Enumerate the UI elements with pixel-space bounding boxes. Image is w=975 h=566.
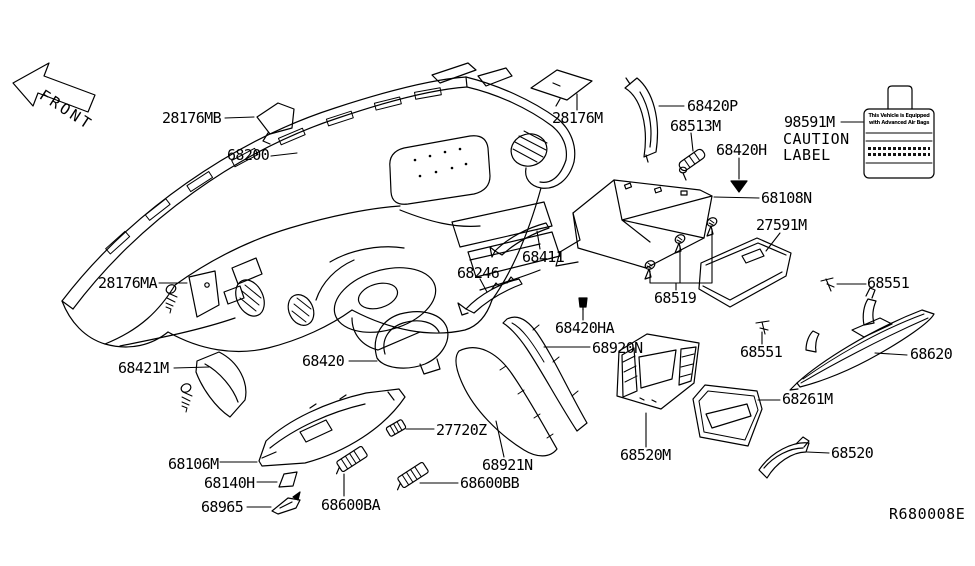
part-art-68600BB <box>396 461 429 491</box>
part-label-68520M[interactable]: 68520M <box>620 446 671 464</box>
part-label-68921N[interactable]: 68921N <box>482 456 533 474</box>
part-label-68261M[interactable]: 68261M <box>782 390 833 408</box>
caution-sticker-fineprint-bar <box>868 153 930 156</box>
part-label-27591M[interactable]: 27591M <box>756 216 807 234</box>
part-art-68140H <box>278 471 298 488</box>
part-art-68106M <box>258 388 406 467</box>
part-label-68513M[interactable]: 68513M <box>670 117 721 135</box>
part-label-68420HA[interactable]: 68420HA <box>555 319 615 337</box>
part-label-68411[interactable]: 68411 <box>522 248 565 266</box>
part-art-27591M <box>698 237 792 308</box>
part-art-68261M <box>692 384 763 447</box>
part-label-68620[interactable]: 68620 <box>910 345 953 363</box>
part-label-68246[interactable]: 68246 <box>457 264 500 282</box>
part-label-68600BA[interactable]: 68600BA <box>321 496 381 514</box>
caution-caption-line1: CAUTION <box>783 130 850 148</box>
part-label-28176MB[interactable]: 28176MB <box>162 109 222 127</box>
part-label-68106M[interactable]: 68106M <box>168 455 219 473</box>
part-art-68108N <box>555 166 713 269</box>
part-art-28176M <box>530 69 593 107</box>
part-art-68520M <box>616 333 700 410</box>
part-art-68421M <box>180 351 247 418</box>
caution-sticker-line2: with Advanced Air Bags <box>868 119 930 126</box>
part-art-68920N <box>502 316 588 432</box>
part-art-68600BA <box>335 445 368 475</box>
part-label-28176M[interactable]: 28176M <box>552 109 603 127</box>
part-label-68520[interactable]: 68520 <box>831 444 874 462</box>
part-label-68965[interactable]: 68965 <box>201 498 244 516</box>
part-art-28176MA <box>165 270 220 318</box>
part-art-68551-lower <box>755 320 770 335</box>
part-label-68519[interactable]: 68519 <box>654 289 697 307</box>
part-art-68420H <box>730 180 748 193</box>
part-art-68520 <box>758 436 810 479</box>
part-label-68140H[interactable]: 68140H <box>204 474 255 492</box>
part-art-68620 <box>789 287 935 391</box>
part-art-68420P <box>624 77 659 163</box>
part-label-68420P[interactable]: 68420P <box>687 97 738 115</box>
part-label-68420[interactable]: 68420 <box>302 352 345 370</box>
part-art-68200 <box>61 62 576 353</box>
part-label-68551-lower[interactable]: 68551 <box>740 343 783 361</box>
part-label-68108N[interactable]: 68108N <box>761 189 812 207</box>
part-art-68519-screws <box>644 217 718 280</box>
part-art-68246 <box>457 276 523 316</box>
part-label-98591M[interactable]: 98591M <box>784 113 835 131</box>
part-art-68420HA <box>578 297 588 311</box>
part-art-27720Z <box>385 419 407 437</box>
part-label-28176MA[interactable]: 28176MA <box>98 274 158 292</box>
caution-sticker-line1: This Vehicle is Equipped <box>868 113 930 119</box>
part-art-68411 <box>489 222 550 258</box>
caution-caption-line2: LABEL <box>783 146 831 164</box>
part-label-68600BB[interactable]: 68600BB <box>460 474 520 492</box>
part-art-68551-upper <box>820 277 835 292</box>
leader-lines <box>158 93 908 508</box>
part-art-68965 <box>271 491 301 515</box>
part-art-68921N <box>455 347 558 457</box>
part-label-68920N[interactable]: 68920N <box>592 339 643 357</box>
drawing-code: R680008E <box>889 505 966 523</box>
caution-sticker-fineprint-bar <box>868 147 930 150</box>
part-label-27720Z[interactable]: 27720Z <box>436 421 487 439</box>
part-label-68551-upper[interactable]: 68551 <box>867 274 910 292</box>
part-label-68420H[interactable]: 68420H <box>716 141 767 159</box>
part-art-caution-label <box>863 85 935 179</box>
part-art-28176MB <box>256 102 295 145</box>
front-arrow-icon <box>12 62 96 113</box>
part-art-68513M <box>678 148 706 172</box>
part-label-68421M[interactable]: 68421M <box>118 359 169 377</box>
part-art-68420 <box>374 311 449 375</box>
part-label-68200[interactable]: 68200 <box>227 146 270 164</box>
caution-sticker-text: This Vehicle is Equipped with Advanced A… <box>866 113 932 126</box>
